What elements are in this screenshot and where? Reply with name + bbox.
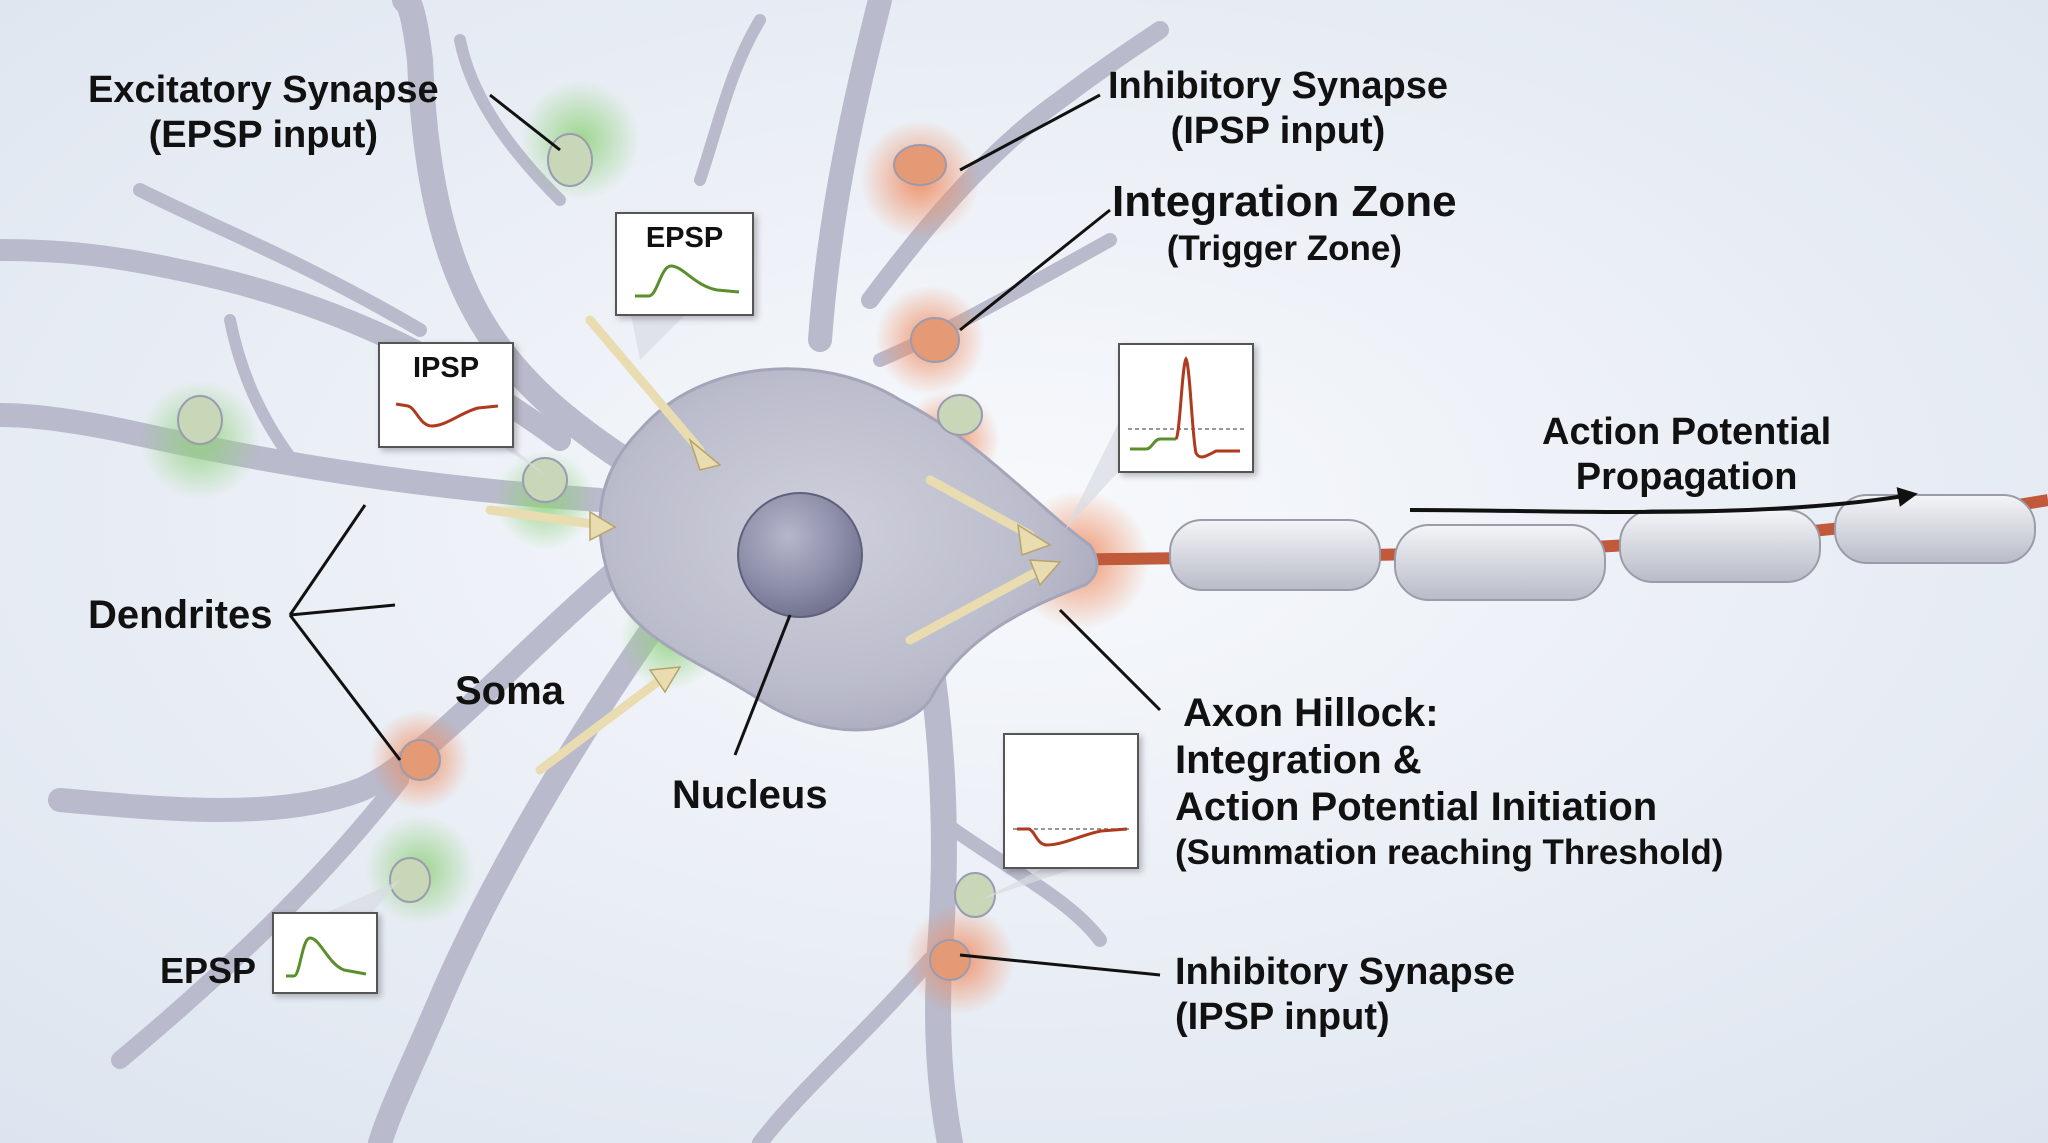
excitatory-synapse-label-line2: (EPSP input) (148, 113, 379, 156)
signal-arrows (485, 315, 1045, 775)
inhibitory-synapse-bottom-label: Inhibitory Synapse (IPSP input) (1175, 950, 1515, 1040)
axon-hillock-label-line1: Axon Hillock: (1183, 691, 1439, 735)
inhibitory-synapse-top-label-line1: Inhibitory Synapse (1108, 65, 1448, 107)
ipsp-left-inset-title: IPSP (412, 352, 480, 384)
epsp-waveform (635, 264, 740, 298)
axon (1059, 494, 2048, 601)
axon-hillock-label: Axon Hillock: Integration & Action Poten… (1175, 690, 1723, 873)
ipsp-bottom-waveform (1013, 827, 1129, 847)
inhibitory-synapse-bottom-label-line2: (IPSP input) (1175, 995, 1390, 1038)
inhibitory-synapse-bottom-label-line1: Inhibitory Synapse (1175, 951, 1515, 993)
epsp-bottom-inset (272, 912, 378, 994)
integration-zone-label: Integration Zone (Trigger Zone) (1112, 176, 1457, 269)
propagation-arrow (1409, 487, 1918, 514)
dendrites-label: Dendrites (88, 593, 273, 637)
integration-zone-label-line1: Integration Zone (1112, 177, 1457, 226)
synapse-knobs (177, 133, 996, 981)
ipsp-left-inset: IPSP (378, 342, 514, 448)
inhibitory-synapse-top-label: Inhibitory Synapse (IPSP input) (1108, 64, 1448, 154)
excitatory-synapse-label-line1: Excitatory Synapse (88, 69, 439, 111)
action-potential-inset (1118, 343, 1254, 473)
nucleus-body (737, 492, 863, 618)
nucleus-label: Nucleus (672, 773, 828, 817)
leader-lines (288, 93, 1162, 977)
axon-hillock-label-line4: (Summation reaching Threshold) (1175, 832, 1724, 872)
action-potential-propagation-label: Action Potential Propagation (1542, 410, 1831, 500)
signal-arrowheads (589, 437, 1062, 694)
epsp-bottom-label: EPSP (160, 950, 257, 991)
epsp-bottom-waveform (286, 936, 367, 978)
action-potential-waveform (1128, 356, 1246, 459)
soma-label: Soma (455, 669, 564, 713)
action-potential-propagation-label-line1: Action Potential (1542, 411, 1832, 453)
action-potential-propagation-label-line2: Propagation (1575, 455, 1798, 498)
ipsp-waveform (395, 402, 499, 428)
excitatory-synapse-label: Excitatory Synapse (EPSP input) (88, 68, 439, 158)
axon-hillock-label-line2: Integration & (1175, 738, 1422, 783)
integration-zone-label-line2: (Trigger Zone) (1166, 228, 1402, 268)
inhibitory-synapse-top-label-line2: (IPSP input) (1170, 109, 1386, 152)
ipsp-bottom-inset (1003, 733, 1139, 869)
epsp-top-inset: EPSP (615, 212, 754, 316)
epsp-top-inset-title: EPSP (645, 222, 724, 254)
axon-hillock-label-line3: Action Potential Initiation (1175, 785, 1658, 830)
